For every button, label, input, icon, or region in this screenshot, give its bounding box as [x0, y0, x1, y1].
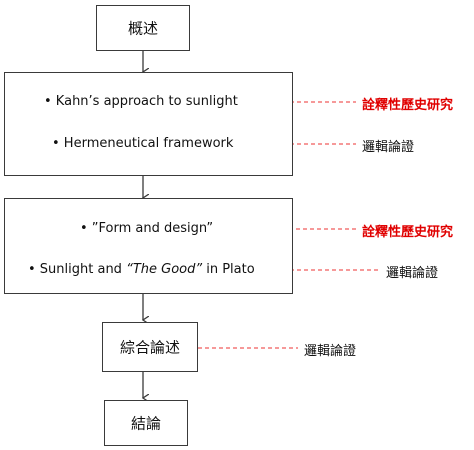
bullet-sunlight-the-good: • Sunlight and “The Good” in Plato	[28, 262, 255, 277]
overview-label: 概述	[127, 19, 158, 38]
note-hermeneutic-history-1: 詮釋性歷史研究	[362, 98, 454, 113]
section1-box	[4, 72, 293, 176]
synthesis-box: 綜合論述	[102, 322, 198, 372]
bullet-sunlight-prefix: • Sunlight and	[28, 262, 127, 277]
note-logical-argument-3: 邏輯論證	[304, 344, 357, 359]
overview-box: 概述	[96, 5, 190, 51]
bullet-hermeneutical-framework: • Hermeneutical framework	[52, 136, 234, 151]
note-logical-argument-2: 邏輯論證	[386, 266, 439, 281]
bullet-form-and-design: • ”Form and design”	[80, 221, 214, 236]
bullet-sunlight-suffix: in Plato	[202, 262, 255, 277]
note-hermeneutic-history-2: 詮釋性歷史研究	[362, 225, 454, 240]
section2-box	[4, 198, 293, 294]
conclusion-box: 結論	[104, 400, 188, 446]
conclusion-label: 結論	[130, 414, 161, 433]
synthesis-label: 綜合論述	[119, 338, 180, 357]
the-good-italic: “The Good”	[126, 262, 203, 277]
note-logical-argument-1: 邏輯論證	[362, 140, 415, 155]
bullet-kahn-approach: • Kahn’s approach to sunlight	[44, 94, 238, 109]
